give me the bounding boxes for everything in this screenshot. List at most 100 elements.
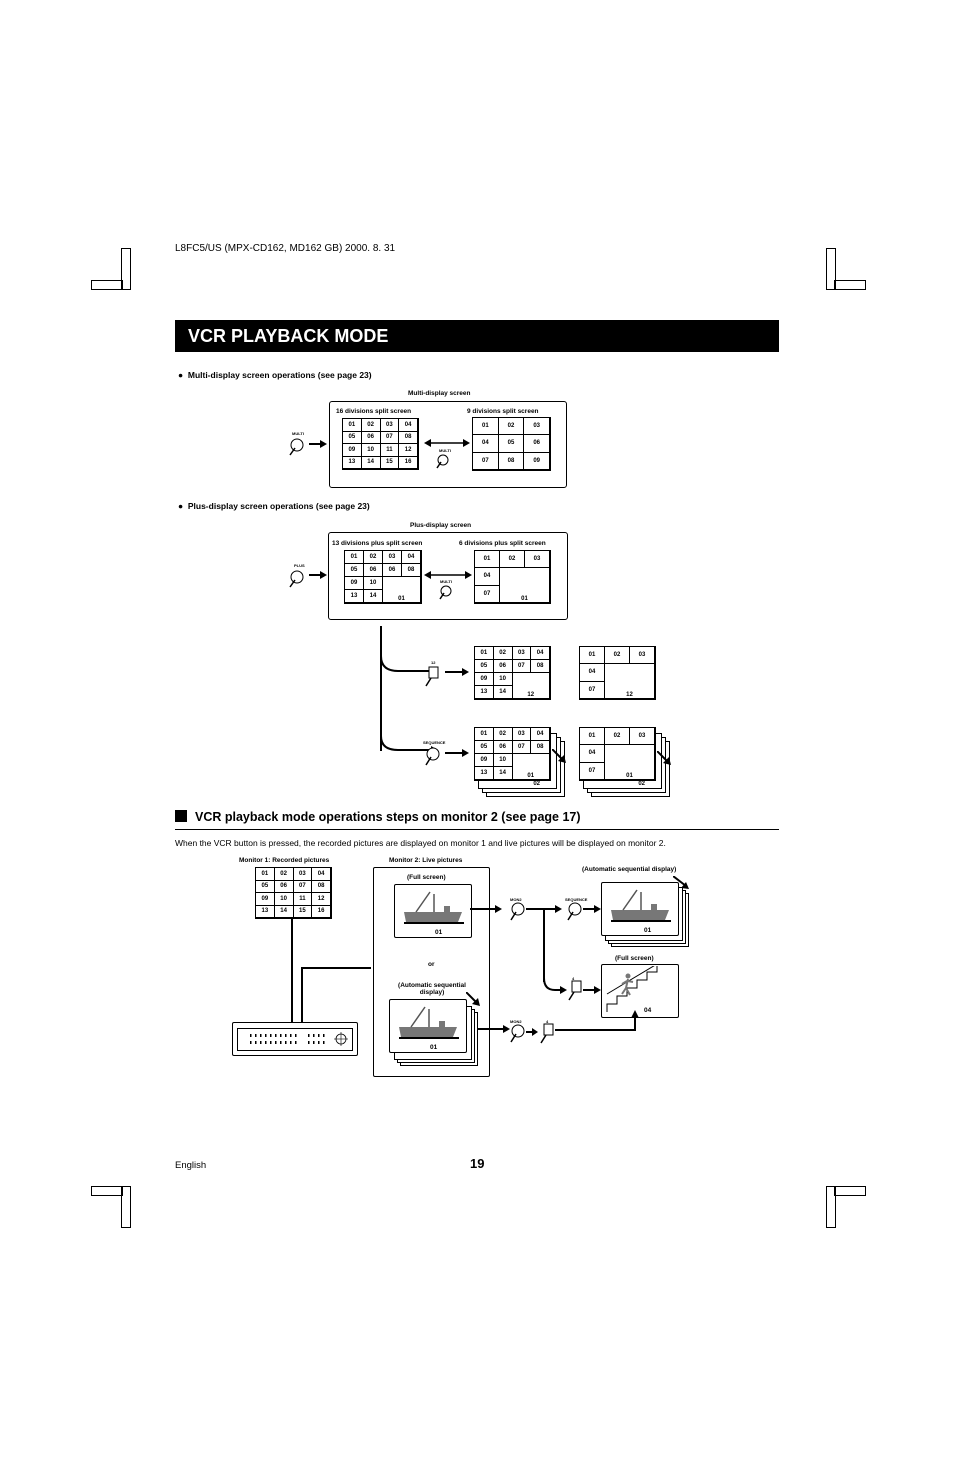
return-arrow (555, 1010, 639, 1031)
grid-cell: 01 (499, 568, 550, 603)
grid-cell: 06 (274, 880, 294, 893)
grid-cell: 16 (399, 456, 418, 469)
mon2-button-icon-bottom[interactable] (508, 1023, 528, 1045)
grid-cell: 04 (531, 647, 550, 660)
multi-right-title: 9 divisions split screen (467, 408, 539, 415)
grid-cell: 12 (399, 444, 418, 457)
grid-cell: 07 (475, 585, 500, 603)
seq-arrow-top-icon (673, 876, 689, 889)
grid-cell: 10 (493, 673, 513, 686)
multi-box-title: Multi-display screen (408, 390, 471, 397)
plus-button-icon[interactable] (287, 568, 307, 590)
grid-cell: 07 (293, 880, 313, 893)
grid-cell: 06 (493, 741, 513, 754)
grid-cell: 10 (364, 577, 383, 590)
grid-cell: 02 (493, 647, 513, 660)
grid-cell: 01 (343, 419, 362, 432)
grid-cell: 01 (475, 728, 494, 741)
section-heading-text: VCR playback mode operations steps on mo… (195, 810, 581, 824)
grid-cell: 01 (345, 551, 364, 564)
grid-cell: 11 (293, 893, 313, 906)
big-cell-label: 01 (527, 773, 535, 779)
plus-multi-button-icon[interactable] (437, 583, 455, 601)
vcr-buttons-icon (250, 1032, 348, 1046)
grid-cell: 05 (475, 741, 494, 754)
vcr-line-3 (301, 967, 371, 969)
grid-cell: 02 (499, 551, 525, 569)
big-cell-label: 01 (398, 596, 405, 602)
grid-cell: 02 (604, 728, 630, 746)
grid-cell: 12 (512, 673, 550, 699)
btn-12-label: 12 (431, 660, 436, 665)
grid-cell: 03 (380, 419, 400, 432)
auto-seq-mid-1: (Automatic sequential (398, 982, 466, 989)
grid-cell: 07 (580, 681, 605, 699)
btn-12-icon[interactable] (423, 666, 441, 688)
ship-icon-2 (399, 1006, 459, 1039)
grid-cell: 14 (493, 686, 513, 699)
grid-cell: 01 (475, 551, 500, 569)
multi-button-icon[interactable] (287, 436, 307, 458)
footer-language: English (175, 1160, 207, 1171)
grid-cell: 04 (475, 568, 500, 586)
branch-curves (380, 655, 438, 754)
arrow-right-icon-plus (309, 571, 327, 579)
multi-inner-button-icon[interactable] (434, 452, 452, 470)
num4-button-icon-a[interactable] (566, 980, 584, 1002)
cam01-label-b: 01 (430, 1044, 438, 1051)
grid-cell: 07 (380, 431, 400, 444)
grid-cell: 04 (312, 868, 331, 881)
seq-button-icon-right[interactable] (565, 901, 585, 923)
or-label: or (428, 961, 435, 968)
num4-button-icon-b[interactable] (538, 1023, 556, 1045)
grid-cell: 03 (383, 551, 402, 564)
grid-cell: 08 (531, 741, 550, 754)
grid-cell: 03 (524, 418, 550, 436)
grid-cell: 01 (383, 577, 421, 603)
grid-cell: 11 (380, 444, 400, 457)
plus-multi-label: MULTI (440, 579, 452, 584)
arrow-to-btn4-bottom (526, 1028, 538, 1036)
monitor2-seq-screen: 01 (389, 999, 467, 1053)
grid-cell: 09 (345, 577, 364, 590)
grid-cell: 09 (475, 754, 494, 767)
seq-label: SEQUENCE (423, 740, 446, 745)
grid-cell: 03 (629, 728, 655, 746)
arrow-to-grid-a (445, 668, 469, 676)
big-cell-label: 12 (626, 691, 633, 698)
grid-cell: 15 (293, 905, 313, 918)
grid-cell: 08 (402, 564, 421, 577)
stairs-person-icon (606, 966, 658, 1012)
big-cell-label: 12 (527, 692, 535, 698)
grid-cell: 01 (512, 754, 550, 780)
grid-cell: 10 (493, 754, 513, 767)
grid-cell: 09 (256, 893, 275, 906)
mon2-button-icon-top[interactable] (508, 901, 528, 923)
branch-down-line (543, 908, 545, 982)
multi-button-label: MULTI (292, 431, 304, 436)
grid-cell: 03 (524, 551, 550, 569)
mon2-btn-label-top: MON2 (510, 897, 522, 902)
seq-button-icon[interactable] (423, 746, 443, 768)
grid-cell: 13 (475, 767, 494, 780)
intro-paragraph: When the VCR button is pressed, the reco… (175, 838, 666, 848)
grid-cell: 01 (256, 868, 275, 881)
grid-cell: 02 (364, 551, 383, 564)
arrow-to-mon2-top (470, 905, 502, 913)
grid-cell: 08 (498, 452, 525, 470)
grid-cell: 12 (312, 893, 331, 906)
grid-cell: 05 (475, 660, 494, 673)
crop-mark-tl (91, 280, 123, 290)
grid-cell: 06 (524, 435, 550, 453)
plus-button-label: PLUS (294, 563, 305, 568)
grid-cell: 06 (383, 564, 402, 577)
arrow-to-seq (526, 905, 562, 913)
vcr-line-1 (291, 919, 293, 1023)
num4-btn-label-b: 4 (546, 1019, 549, 1024)
grid-cell: 03 (629, 647, 655, 665)
crop-mark-tl-v (121, 248, 131, 290)
